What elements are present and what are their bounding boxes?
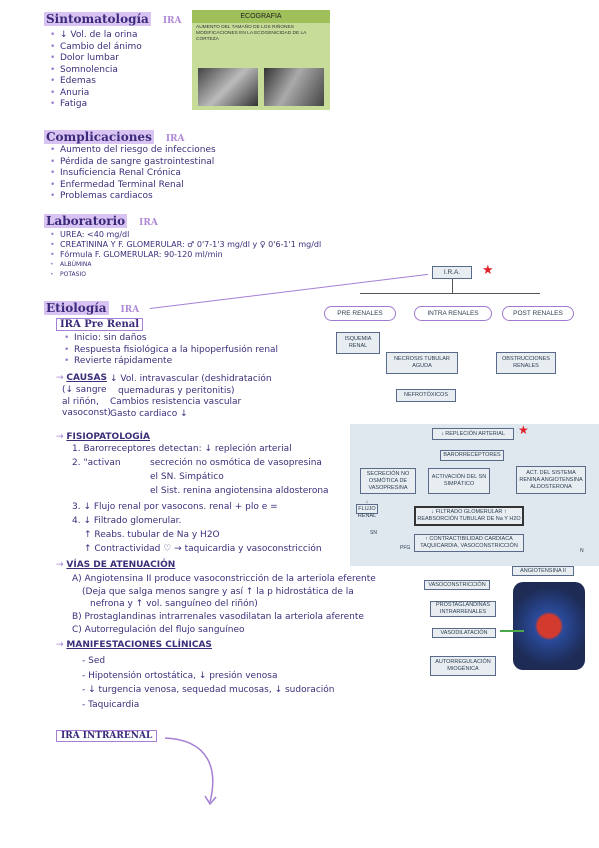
diagram3-vaso: VASOCONSTRICCIÓN <box>424 580 490 590</box>
fisio-line-2c: el Sist. renina angiotensina aldosterona <box>150 486 329 496</box>
fisio-line-6: ↑ Contractividad ♡ → taquicardia y vasoc… <box>84 544 322 554</box>
fisio-line-4: 4. ↓ Filtrado glomerular. <box>72 516 182 526</box>
ultrasound-image-right <box>264 68 324 106</box>
diagram2-flujo: ↓ FLUJO RENAL <box>356 499 378 519</box>
star-icon: ★ <box>518 423 529 437</box>
vias-a: A) Angiotensina II produce vasoconstricc… <box>72 574 376 584</box>
ecografia-panel: ECOGRAFIA AUMENTO DEL TAMAÑO DE LOS RIÑO… <box>192 10 330 110</box>
diagram2-top: ↓ REPLECIÓN ARTERIAL <box>432 428 514 440</box>
diagram1-isquemia: ISQUEMIA RENAL <box>336 332 380 354</box>
fisio-line-2: 2. "activan <box>72 458 121 468</box>
fisio-line-2a: secreción no osmótica de vasopresina <box>150 458 322 468</box>
manifestaciones-list: - Sed - Hipotensión ortostática, ↓ presi… <box>82 656 335 710</box>
prerrenal-list: Inicio: sin dañosRespuesta fisiológica a… <box>64 333 278 368</box>
diagram2-sn: SN <box>370 530 377 536</box>
vias-a2: (Deja que salga menos sangre y así ↑ la … <box>82 587 354 597</box>
ecografia-item: AUMENTO DEL TAMAÑO DE LOS RIÑONES <box>196 25 294 30</box>
diagram3-auto: AUTORREGULACIÓN MIOGÉNICA <box>430 656 496 676</box>
laboratorio-list: UREA: <40 mg/dlCREATININA Y F. GLOMERULA… <box>50 230 321 280</box>
diagram2-activ: ACTIVACIÓN DEL SN SIMPÁTICO <box>428 468 490 494</box>
manifestaciones-title: MANIFESTACIONES CLÍNICAS <box>66 640 212 650</box>
vias-title: VÍAS DE ATENUACIÓN <box>66 560 176 570</box>
ultrasound-image-left <box>198 68 258 106</box>
intrarrenal-arrow <box>164 737 217 806</box>
diagram3-vasod: VASODILATACIÓN <box>432 628 496 638</box>
fisio-line-5: ↑ Reabs. tubular de Na y H2O <box>84 530 220 540</box>
diagram2-pfg: PFG <box>400 545 411 551</box>
diagram2-sist: ACT. DEL SISTEMA RENINA ANGIOTENSINA ALD… <box>516 466 586 494</box>
ecografia-item: MODIFICACIONES EN LA ECOGENICIDAD DE LA … <box>196 31 307 42</box>
diagram2-n: N <box>580 548 584 554</box>
diagram2-secr: SECRECIÓN NO OSMÓTICA DE VASOPRESINA <box>360 468 416 494</box>
diagram1-post: POST RENALES <box>502 306 574 321</box>
fisio-line-1: 1. Barorreceptores detectan: ↓ repleción… <box>72 444 292 454</box>
kidney-illustration <box>513 582 585 670</box>
complicaciones-list: Aumento del riesgo de infeccionesPérdida… <box>50 145 216 203</box>
vias-a3: nefrona y ↑ vol. sanguíneo del riñón) <box>90 599 258 609</box>
intrarrenal-title: IRA INTRARENAL <box>56 730 158 742</box>
fisio-line-3: 3. ↓ Flujo renal por vasocons. renal + p… <box>72 502 278 512</box>
prerrenal-title: IRA Pre Renal <box>56 318 144 331</box>
diagram1-ira: I.R.A. <box>432 266 472 279</box>
star-icon: ★ <box>482 262 494 277</box>
diagram2-cont: ↑ CONTRACTIBILIDAD CARDIACA TAQUICARDIA,… <box>414 534 524 552</box>
diagram1-pre: PRE RENALES <box>324 306 396 321</box>
vias-c: C) Autorregulación del flujo sanguíneo <box>72 625 245 635</box>
diagram1-intra: INTRA RENALES <box>414 306 492 321</box>
diagram2-filt: ↓ FILTRADO GLOMERULAR ↑ REABSORCIÓN TUBU… <box>414 506 524 526</box>
sintomatologia-list: ↓ Vol. de la orinaCambio del ánimoDolor … <box>50 30 142 111</box>
diagram1-obstr: OBSTRUCCIONES RENALES <box>496 352 556 374</box>
causas-label: CAUSAS <box>66 373 107 383</box>
diagram1-necrosis: NECROSIS TUBULAR AGUDA <box>386 352 458 374</box>
diagram2-baro: BARORRECEPTORES <box>440 450 504 461</box>
ecografia-title: ECOGRAFIA <box>192 10 330 23</box>
diagram1-nefro: NEFROTÓXICOS <box>396 389 456 402</box>
fisio-line-2b: el SN. Simpático <box>150 472 224 482</box>
diagram3-prosta: PROSTAGLANDINAS INTRARRENALES <box>430 601 496 617</box>
vias-b: B) Prostaglandinas intrarrenales vasodil… <box>72 612 364 622</box>
diagram3-ang: ANGIOTENSINA II <box>512 566 574 576</box>
fisiopatologia-title: FISIOPATOLOGÍA <box>66 432 150 442</box>
